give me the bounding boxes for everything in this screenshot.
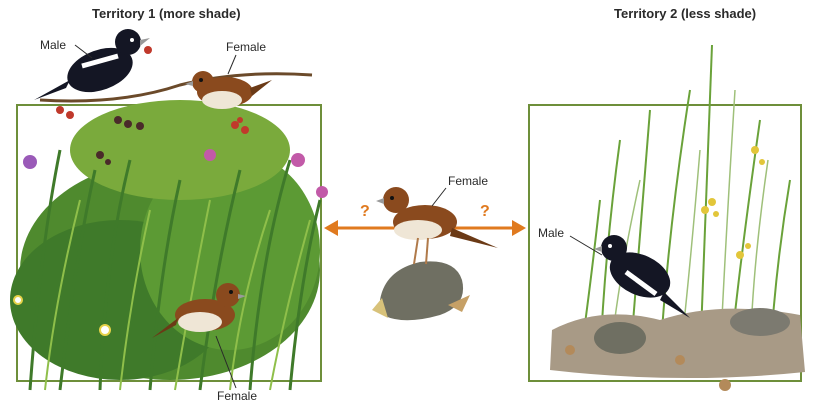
center-female-label: Female — [448, 174, 488, 188]
territory1-male-label: Male — [40, 38, 66, 52]
territory1-female-top-leader — [228, 55, 236, 74]
center-female-bird — [376, 187, 498, 264]
territory2-male-label: Male — [538, 226, 564, 240]
center-female-leader — [432, 188, 446, 206]
right-question-mark: ? — [480, 203, 490, 221]
left-question-mark: ? — [360, 203, 370, 221]
territory1-vegetation — [10, 46, 328, 390]
territory2-male-leader — [570, 236, 602, 255]
territory2-vegetation — [550, 45, 805, 391]
territory2-male-bird — [594, 235, 690, 318]
territory1-female-top-label: Female — [226, 40, 266, 54]
center-rock — [372, 261, 470, 320]
territory1-female-bottom-label: Female — [217, 389, 257, 403]
